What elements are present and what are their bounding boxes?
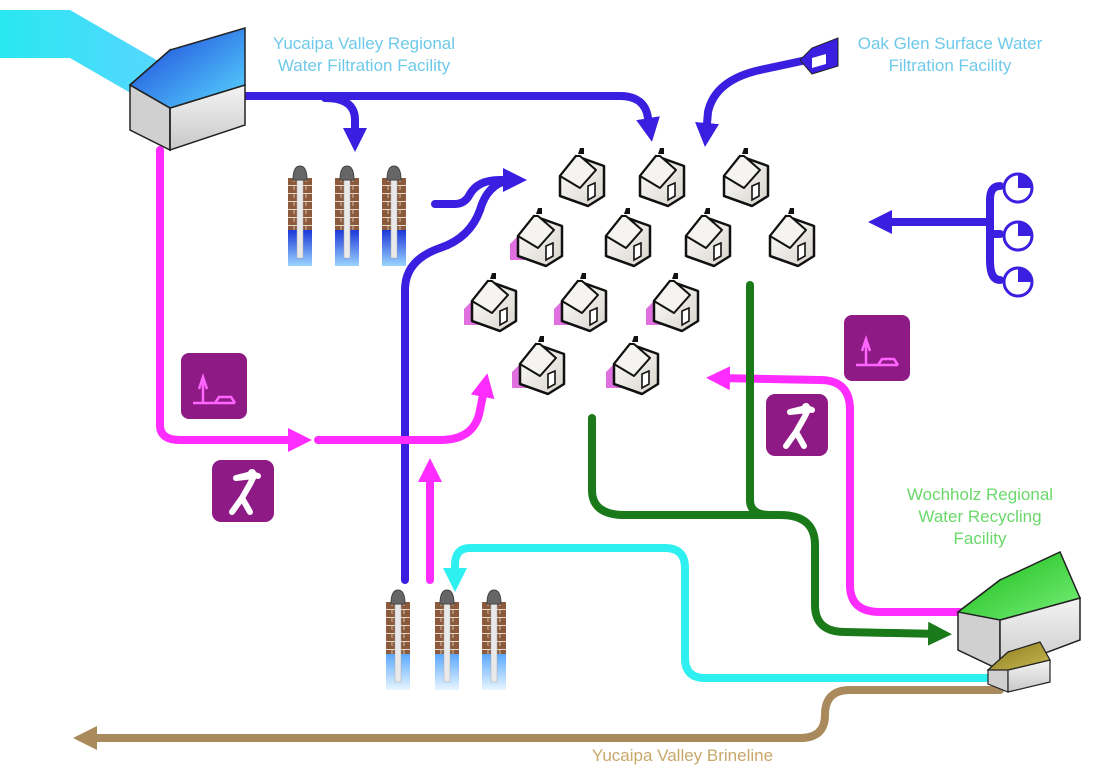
- recycled-to-homes-west: [314, 373, 495, 444]
- yvrwff-label-line2: Water Filtration Facility: [277, 56, 451, 75]
- ogswff-label-line1: Oak Glen Surface Water: [857, 34, 1043, 53]
- brineline-pipe: [73, 686, 1004, 750]
- wrwrf-label-line2: Water Recycling: [918, 507, 1042, 526]
- diversion-gauge-icon: [1002, 172, 1034, 204]
- wrwrf-label-line3: Facility: [953, 529, 1007, 548]
- irrigation-sign-icon: [179, 351, 249, 421]
- house-icon: [606, 336, 658, 394]
- yvrwff-label-line1: Yucaipa Valley Regional: [272, 34, 456, 53]
- groundwater-well-icon: [381, 165, 407, 267]
- groundwater-well-icon: [434, 589, 460, 691]
- oak-glen-facility-icon: [799, 37, 839, 75]
- house-icon: [722, 146, 770, 208]
- brineline-label-text: Yucaipa Valley Brineline: [591, 746, 774, 765]
- groundwater-well-icon: [481, 589, 507, 691]
- house-icon: [554, 273, 606, 331]
- potable-from-lower-wells: [401, 176, 516, 584]
- groundwater-well-icon: [334, 165, 360, 267]
- house-icon: [768, 206, 816, 268]
- yvrwff-building-icon: [128, 26, 246, 152]
- diversions-to-homes: [868, 196, 994, 234]
- golf-course-icon: [212, 460, 274, 522]
- golf-course-icon: [766, 394, 828, 456]
- house-icon: [512, 336, 564, 394]
- groundwater-well-icon: [385, 589, 411, 691]
- house-icon: [510, 208, 562, 266]
- wastewater-from-homes-east: [746, 281, 774, 519]
- house-icon: [558, 146, 606, 208]
- desalter-building-icon: [986, 641, 1051, 693]
- groundwater-well-icon: [287, 165, 313, 267]
- homes-cluster: [464, 146, 816, 394]
- recycled-from-facility: [706, 366, 964, 616]
- upper-wells-group: [287, 165, 407, 267]
- wrwrf-label-line1: Wochholz Regional: [906, 485, 1054, 504]
- surface-diversions: [1002, 172, 1034, 298]
- diversion-gauge-icon: [1002, 220, 1034, 252]
- raw-water-inflow: [0, 10, 160, 110]
- diversion-branches: [986, 182, 1004, 284]
- potable-to-homes-from-filtration: [241, 92, 660, 142]
- pipe-network: [73, 51, 1004, 750]
- irrigation-sign-icon: [842, 313, 912, 383]
- potable-to-upper-wells: [321, 94, 367, 152]
- brineline-label: Yucaipa Valley Brineline: [540, 745, 825, 767]
- diversion-gauge-icon: [1002, 266, 1034, 298]
- ogswff-label-line2: Filtration Facility: [888, 56, 1012, 75]
- house-icon: [604, 206, 652, 268]
- oak-glen-to-homes: [695, 51, 834, 147]
- potable-from-upper-wells: [431, 168, 527, 208]
- recycled-from-filtration: [156, 146, 312, 452]
- yvrwff-label: Yucaipa Valley Regional Water Filtration…: [238, 33, 490, 77]
- lower-wells-group: [385, 589, 507, 691]
- house-icon: [464, 273, 516, 331]
- ogswff-label: Oak Glen Surface Water Filtration Facili…: [845, 33, 1055, 77]
- house-icon: [684, 206, 732, 268]
- brine-concentrate-pipe: [443, 544, 1004, 682]
- house-icon: [646, 273, 698, 331]
- house-icon: [638, 146, 686, 208]
- wrwrf-label: Wochholz Regional Water Recycling Facili…: [895, 484, 1065, 550]
- wastewater-from-homes-west: [588, 414, 952, 646]
